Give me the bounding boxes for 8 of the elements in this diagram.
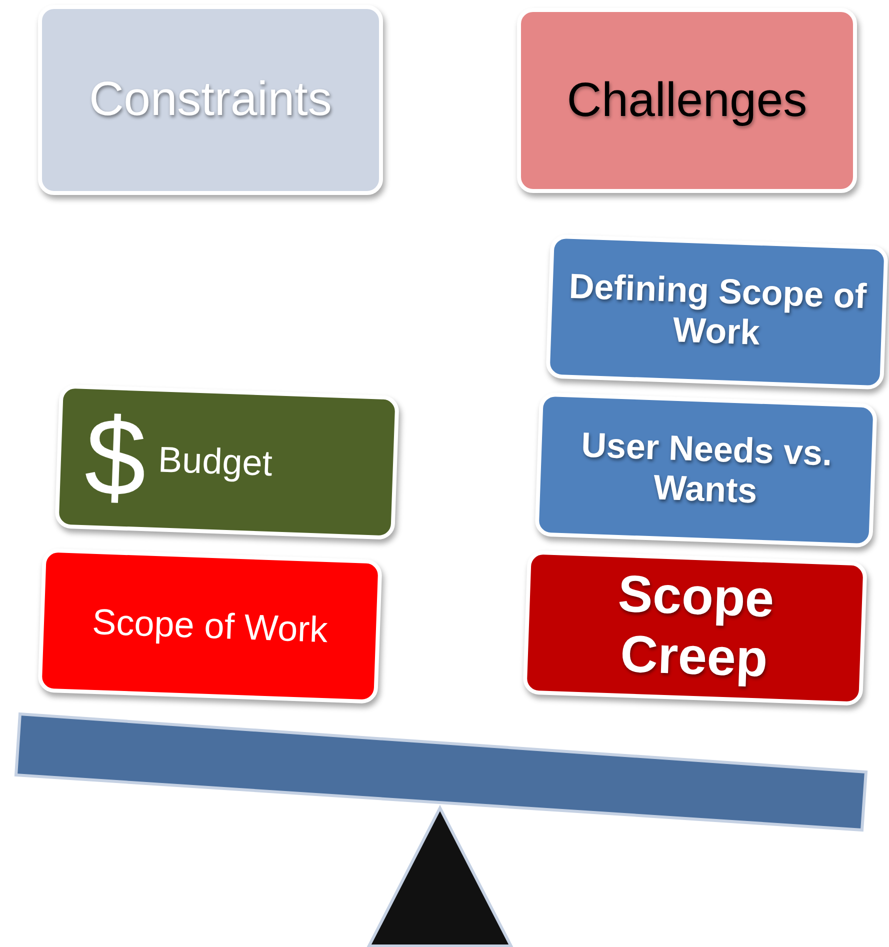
category-label: Constraints: [89, 72, 332, 128]
block-label: Defining Scope of Work: [567, 266, 868, 354]
block-label: Scope of Work: [92, 601, 328, 651]
block-label: Budget: [158, 438, 273, 484]
block-label: User Needs vs. Wants: [580, 424, 834, 513]
dollar-sign: $: [82, 394, 148, 522]
category-label: Challenges: [566, 72, 808, 128]
block-label: Scope Creep: [616, 564, 776, 691]
